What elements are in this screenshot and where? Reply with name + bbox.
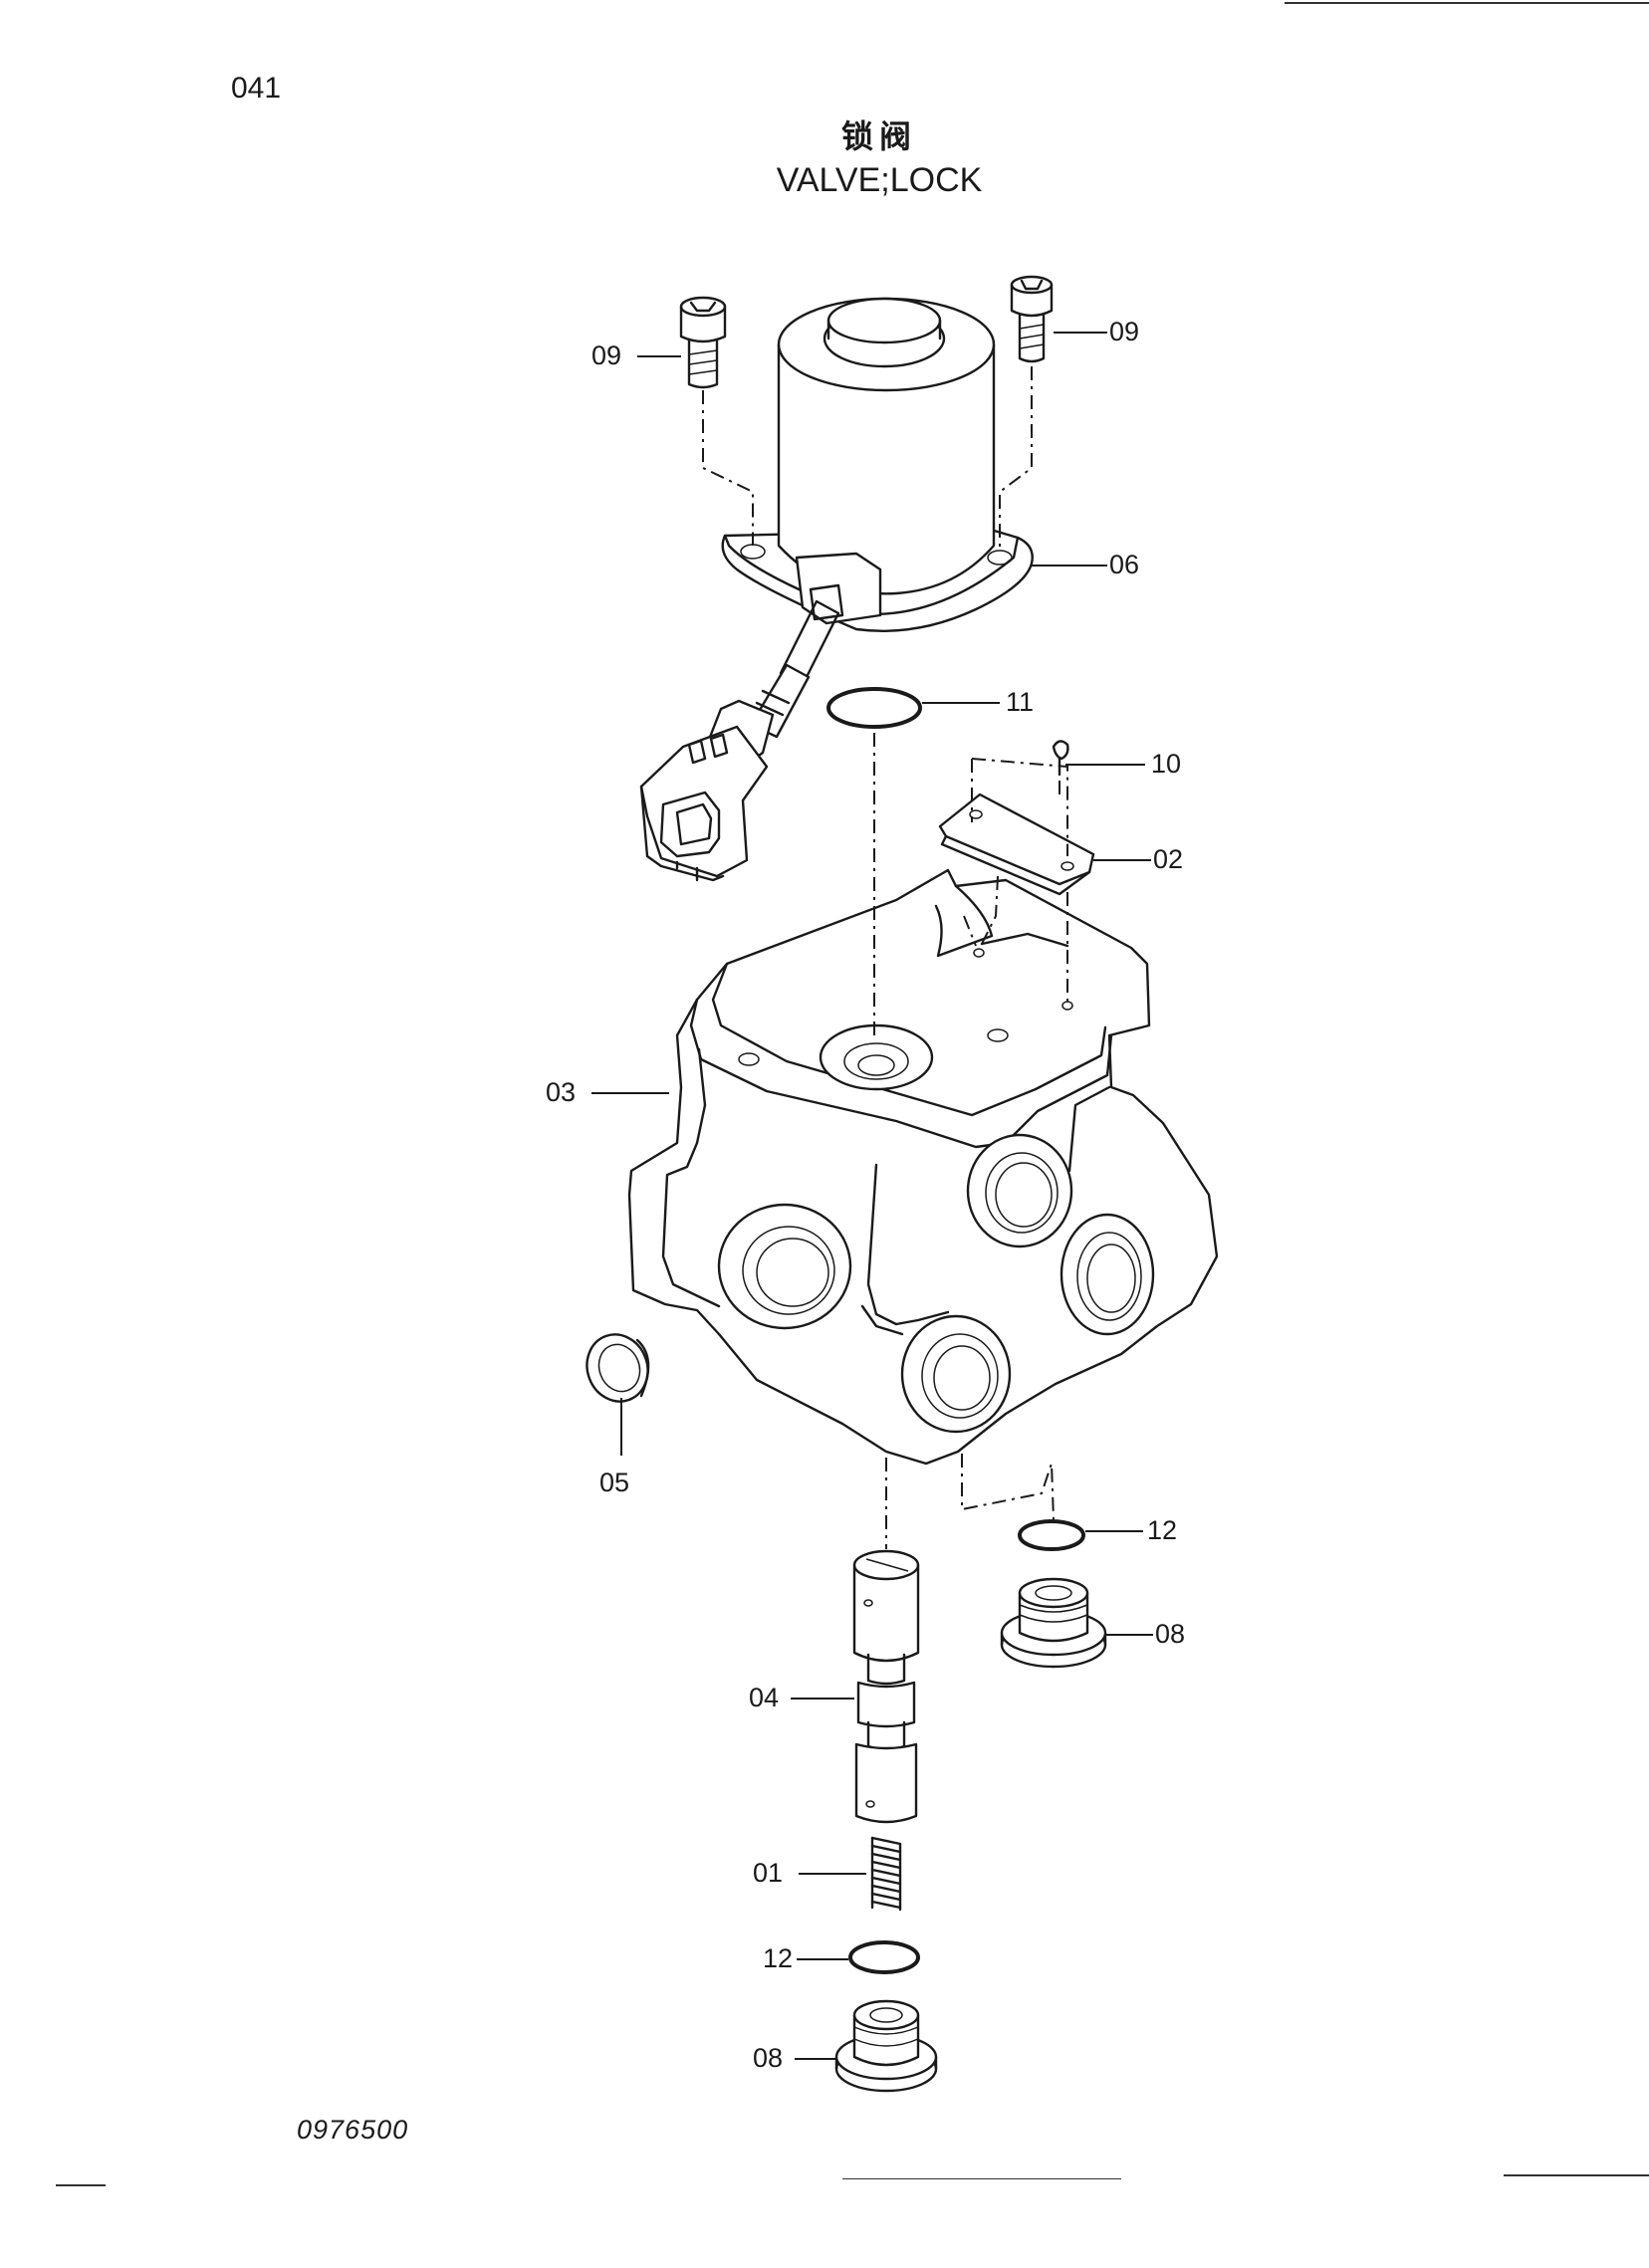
spool-04	[852, 1549, 920, 1824]
cap-screw-left	[679, 296, 727, 389]
pin-10	[1052, 740, 1069, 777]
callout-11: 11	[1006, 687, 1035, 717]
bottom-edge-rule-3	[1504, 2174, 1649, 2176]
solenoid-connector-cable	[639, 599, 840, 882]
plug-08-upper	[1000, 1577, 1107, 1669]
leader-lines	[591, 332, 1153, 2060]
title-chinese: 锁阀	[840, 117, 917, 155]
valve-body	[627, 868, 1219, 1466]
callout-08-upper: 08	[1155, 1619, 1186, 1649]
cap-screw-right	[1010, 275, 1054, 363]
callout-12-upper: 12	[1147, 1515, 1178, 1545]
page-number: 041	[231, 72, 282, 105]
callout-05: 05	[599, 1468, 630, 1497]
spring-01	[870, 1836, 902, 1912]
callout-12-lower: 12	[763, 1943, 794, 1973]
title-english: VALVE;LOCK	[776, 161, 983, 199]
callout-01: 01	[753, 1858, 784, 1888]
callout-06: 06	[1109, 550, 1140, 579]
callout-03: 03	[546, 1077, 577, 1107]
o-ring-11	[826, 687, 922, 729]
callout-09-right: 09	[1109, 317, 1140, 346]
plug-08-lower	[834, 1999, 938, 2093]
bottom-edge-rule-2	[842, 2178, 1121, 2179]
plug-05	[586, 1333, 650, 1403]
callout-09-left: 09	[591, 340, 622, 370]
assembly-centerlines	[702, 366, 1068, 1549]
top-edge-rule	[1285, 2, 1649, 4]
o-ring-12-upper	[1018, 1519, 1085, 1551]
callout-04: 04	[749, 1683, 780, 1712]
plate-02	[938, 793, 1095, 896]
callout-02: 02	[1153, 844, 1184, 874]
bottom-edge-rule-1	[56, 2184, 106, 2186]
callout-08-lower: 08	[753, 2043, 784, 2073]
solenoid-coil	[721, 297, 1034, 632]
drawing-number: 0976500	[297, 2115, 409, 2145]
callout-10: 10	[1151, 749, 1182, 779]
o-ring-12-lower	[848, 1940, 920, 1974]
